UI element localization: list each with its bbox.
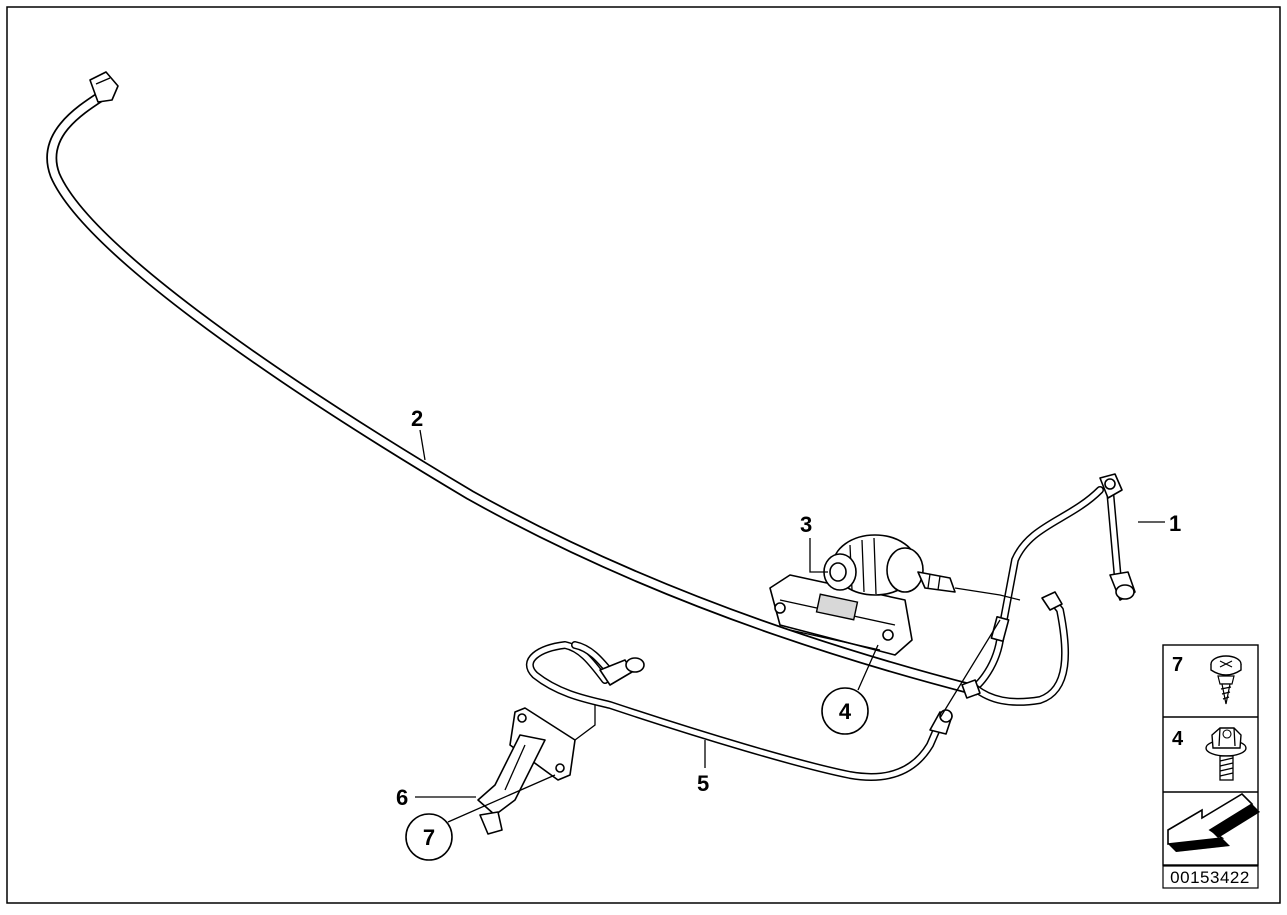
svg-text:7: 7 xyxy=(1172,654,1183,676)
screw-icon xyxy=(1210,655,1242,705)
hose-connector-right xyxy=(929,709,953,735)
svg-text:4: 4 xyxy=(839,699,852,724)
svg-text:5: 5 xyxy=(697,771,709,796)
svg-text:6: 6 xyxy=(396,785,408,810)
part-6-nozzle-bracket xyxy=(477,707,576,835)
callout-3: 3 xyxy=(800,512,812,537)
svg-text:1: 1 xyxy=(1169,511,1181,536)
part-1-short-hose xyxy=(966,473,1136,694)
callout-2: 2 xyxy=(411,406,423,431)
callout-1: 1 xyxy=(1169,511,1181,536)
svg-text:7: 7 xyxy=(423,825,435,850)
direction-arrow-icon xyxy=(1167,792,1260,852)
callout-4: 4 xyxy=(821,687,869,735)
svg-text:00153422: 00153422 xyxy=(1170,868,1250,887)
svg-text:3: 3 xyxy=(800,512,812,537)
document-number: 00153422 xyxy=(1162,865,1259,889)
svg-text:4: 4 xyxy=(1172,728,1184,750)
fastener-legend: 7 4 xyxy=(1162,644,1260,866)
hex-bolt-icon xyxy=(1205,727,1247,781)
callout-5: 5 xyxy=(697,771,709,796)
part-2-long-hose xyxy=(46,71,981,696)
hose-connector xyxy=(599,657,645,686)
svg-text:2: 2 xyxy=(411,406,423,431)
diagram-frame xyxy=(6,6,1281,904)
callout-7: 7 xyxy=(405,813,453,861)
part-3-washer-pump xyxy=(769,534,956,656)
hose-end-connector xyxy=(89,71,119,103)
callout-6: 6 xyxy=(396,785,408,810)
pump-outlet-hose xyxy=(961,591,1070,706)
leader-lines xyxy=(415,429,1165,823)
